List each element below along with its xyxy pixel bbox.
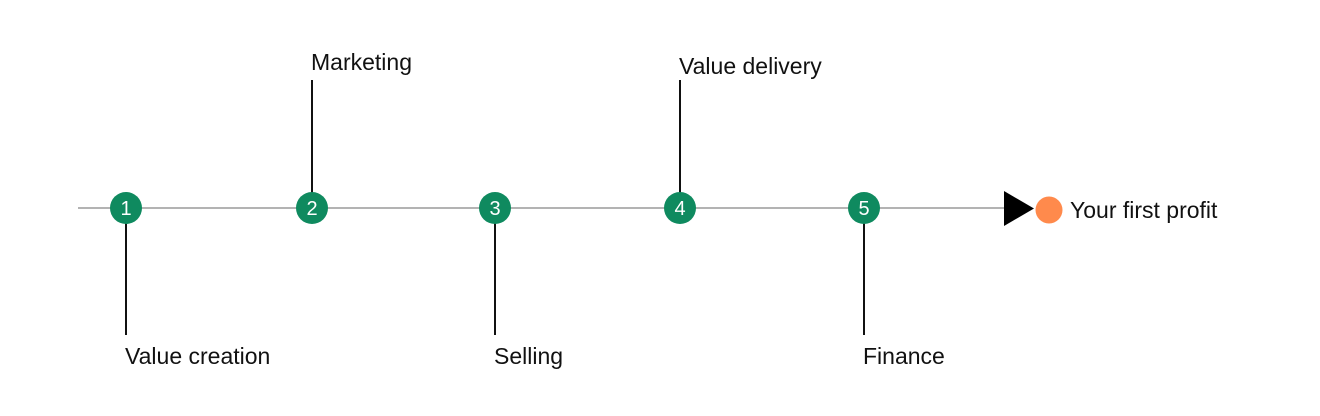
end-label: Your first profit (1070, 197, 1218, 223)
step-1-marker (110, 192, 142, 224)
step-3-label: Selling (494, 343, 563, 369)
step-1-number: 1 (120, 198, 131, 220)
step-3-marker (479, 192, 511, 224)
step-2-number: 2 (306, 198, 317, 220)
step-2: 2 Marketing (296, 49, 412, 224)
step-4: 4 Value delivery (664, 53, 822, 224)
step-5-number: 5 (858, 198, 869, 220)
play-triangle-icon (1004, 191, 1034, 226)
step-2-label: Marketing (311, 49, 412, 75)
step-2-marker (296, 192, 328, 224)
step-5: 5 Finance (848, 192, 945, 369)
step-3-number: 3 (489, 198, 500, 220)
step-4-marker (664, 192, 696, 224)
step-1-label: Value creation (125, 343, 270, 369)
step-3: 3 Selling (479, 192, 563, 369)
step-5-label: Finance (863, 343, 945, 369)
circle-dot-icon (1035, 196, 1063, 224)
step-5-marker (848, 192, 880, 224)
step-4-label: Value delivery (679, 53, 822, 79)
step-4-number: 4 (674, 198, 685, 220)
step-1: 1 Value creation (110, 192, 270, 369)
